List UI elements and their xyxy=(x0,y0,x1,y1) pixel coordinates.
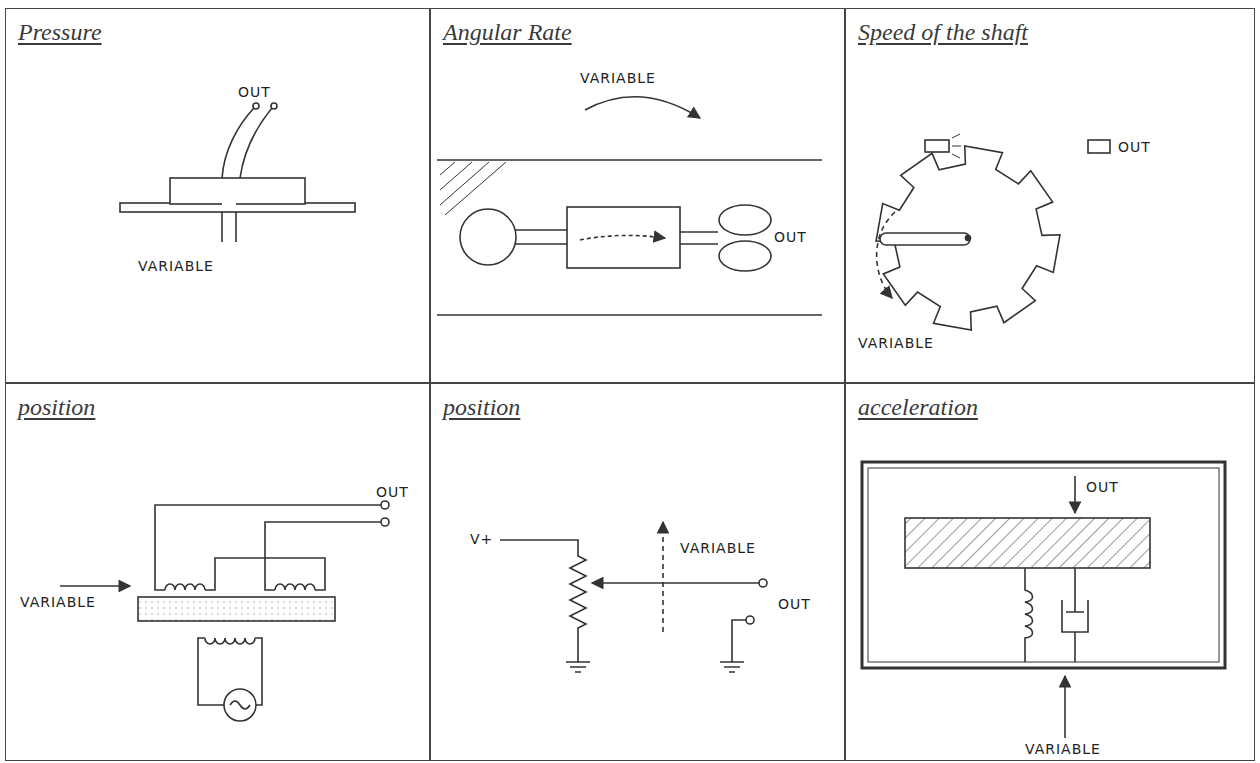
panel-heading: position xyxy=(18,394,95,421)
signal-label: VARIABLE xyxy=(680,540,756,557)
panel-heading: Speed of the shaft xyxy=(858,19,1028,46)
pressure-sensor xyxy=(120,103,355,242)
angular-rate-sensor xyxy=(437,97,822,315)
lvdt-sensor xyxy=(60,501,389,721)
panel-heading: acceleration xyxy=(858,394,978,421)
potentiometer-sensor xyxy=(500,522,767,672)
signal-label: VARIABLE xyxy=(20,594,96,611)
sensor-panel: position xyxy=(430,383,845,761)
signal-label: OUT xyxy=(1086,479,1119,496)
signal-label: V+ xyxy=(470,531,493,548)
panel-heading: Angular Rate xyxy=(443,19,572,46)
accelerometer xyxy=(862,462,1225,738)
shaft-center xyxy=(966,236,971,241)
sensor-panel: acceleration xyxy=(845,383,1255,761)
gear-outline xyxy=(876,146,1060,330)
signal-label: OUT xyxy=(778,596,811,613)
signal-label: VARIABLE xyxy=(580,70,656,87)
signal-label: OUT xyxy=(774,229,807,246)
signal-label: VARIABLE xyxy=(858,335,934,352)
sensor-panel: Angular Rate xyxy=(430,8,845,383)
toothed-wheel xyxy=(876,134,1110,330)
signal-label: OUT xyxy=(1118,139,1151,156)
sensor-panel: position xyxy=(5,383,430,761)
shaft xyxy=(880,233,970,245)
signal-label: OUT xyxy=(238,84,271,101)
panel-heading: position xyxy=(443,394,520,421)
sensor-panel: Speed of the shaft xyxy=(845,8,1255,383)
panel-heading: Pressure xyxy=(18,19,102,46)
signal-label: OUT xyxy=(376,484,409,501)
signal-label: VARIABLE xyxy=(138,258,214,275)
sensor-panel: Pressure xyxy=(5,8,430,383)
signal-label: VARIABLE xyxy=(1025,741,1101,758)
